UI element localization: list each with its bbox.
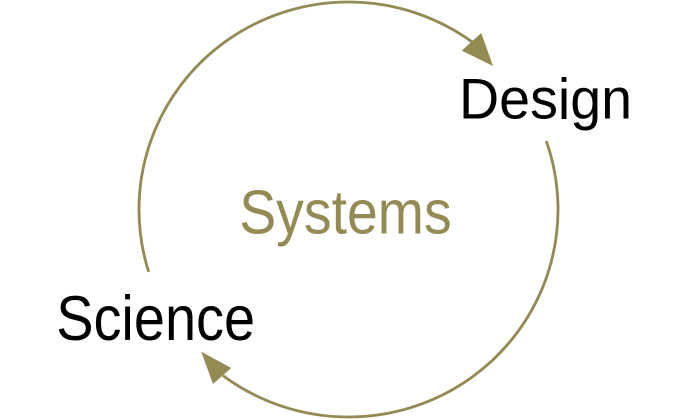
svg-text:Systems: Systems bbox=[239, 179, 451, 247]
svg-text:Science: Science bbox=[56, 283, 255, 354]
svg-text:Design: Design bbox=[459, 67, 632, 131]
